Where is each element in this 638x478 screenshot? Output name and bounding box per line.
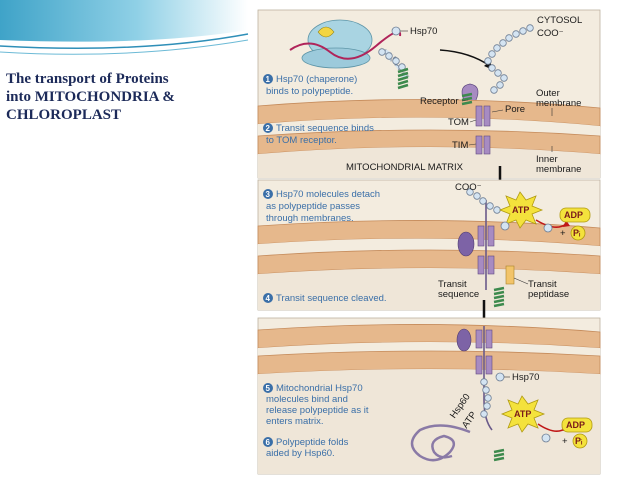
title-line-3: CHLOROPLAST — [6, 107, 122, 123]
plus-label-2: + — [562, 436, 568, 447]
transit-peptidase — [505, 265, 515, 285]
atp-label-2: ATP — [514, 409, 531, 419]
step-3-line-2: as polypeptide passes — [266, 201, 360, 212]
step-3-line-3: through membranes. — [266, 213, 354, 224]
outer-membrane-label-1: Outer — [536, 88, 560, 99]
step-4-number: 4 — [266, 294, 271, 303]
step-5-line-2: molecules bind and — [266, 394, 348, 405]
title-line-2: into MITOCHONDRIA & — [6, 89, 175, 105]
receptor-label: Receptor — [420, 96, 459, 107]
panel-2: COO⁻ ATP ADP + Pᵢ Transit sequence Trans… — [257, 179, 601, 311]
tim-label: TIM — [452, 140, 468, 151]
step-3-number: 3 — [266, 190, 271, 199]
step-6-line-2: aided by Hsp60. — [266, 448, 335, 459]
step-4-line-1: Transit sequence cleaved. — [276, 293, 387, 304]
transit-peptidase-label-2: peptidase — [528, 289, 569, 300]
cytosol-label: CYTOSOL — [537, 15, 582, 26]
matrix-label: MITOCHONDRIAL MATRIX — [346, 162, 464, 173]
step-3-line-1: Hsp70 molecules detach — [276, 189, 380, 200]
transit-sequence-label-2: sequence — [438, 289, 479, 300]
transit-sequence-label-1: Transit — [438, 279, 467, 290]
plus-label-1: + — [560, 228, 566, 239]
step-1-line-2: binds to polypeptide. — [266, 86, 353, 97]
ribosome — [289, 19, 402, 69]
step-2-number: 2 — [266, 124, 271, 133]
adp-label-1: ADP — [564, 210, 583, 220]
pi-label-2: Pᵢ — [575, 436, 583, 446]
polypeptide-chain-2 — [484, 24, 534, 94]
panel-1: Hsp70 CYTOSOL COO⁻ — [257, 9, 601, 179]
step-2-line-2: to TOM receptor. — [266, 135, 337, 146]
helix-3 — [493, 286, 505, 308]
panel-3: Hsp70 Hsp60 ATP ATP ADP + Pᵢ 5 Mitochond… — [257, 317, 601, 475]
step-2-line-1: Transit sequence binds — [276, 123, 374, 134]
step-6-line-1: Polypeptide folds — [276, 437, 349, 448]
coo-label-1: COO⁻ — [537, 28, 564, 39]
tom-label: TOM — [448, 117, 469, 128]
folded-polypeptide — [410, 424, 471, 462]
step-6-number: 6 — [266, 438, 271, 447]
outer-membrane-label-2: membrane — [536, 98, 581, 109]
atp-star-1 — [498, 191, 544, 229]
step-5-line-3: release polypeptide as it — [266, 405, 369, 416]
adp-label-2: ADP — [566, 420, 585, 430]
polypeptide-chain-4 — [480, 378, 492, 418]
step-1-line-1: Hsp70 (chaperone) — [276, 74, 357, 85]
pi-label-1: Pᵢ — [573, 228, 581, 238]
coo-label-2: COO⁻ — [455, 182, 482, 193]
polypeptide-chain-3 — [466, 188, 501, 214]
pore-label: Pore — [505, 104, 525, 115]
polypeptide-chain-1 — [378, 48, 406, 71]
step-5-line-4: enters matrix. — [266, 416, 324, 427]
helix-1 — [397, 67, 409, 90]
hsp70-label-2: Hsp70 — [512, 372, 539, 383]
atp-label-1: ATP — [512, 205, 529, 215]
slide-title: The transport of Proteins into MITOCHOND… — [6, 70, 246, 124]
header-decoration — [0, 0, 249, 55]
step-5-line-1: Mitochondrial Hsp70 — [276, 383, 363, 394]
step-1-number: 1 — [266, 75, 271, 84]
channel-2 — [457, 225, 495, 275]
step-5-number: 5 — [266, 384, 271, 393]
hsp70-label-1: Hsp70 — [410, 26, 437, 37]
atp-star-2 — [500, 395, 546, 433]
helix-2 — [461, 92, 473, 106]
channel-3 — [456, 328, 493, 375]
inner-membrane-label-2: membrane — [536, 164, 581, 175]
helix-4 — [493, 448, 505, 462]
inner-membrane-label-1: Inner — [536, 154, 558, 165]
transit-peptidase-label-1: Transit — [528, 279, 557, 290]
title-line-1: The transport of Proteins — [6, 71, 169, 87]
